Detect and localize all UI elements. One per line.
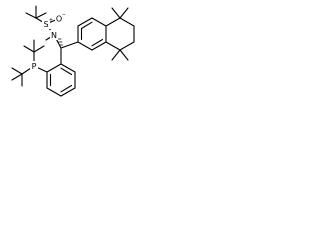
methine-to-naphthyl-bond (60, 41, 79, 49)
gem-dimethyl-bottom (111, 49, 129, 61)
stereo-hash-bond (57, 38, 63, 46)
phosphorus-atom: P (30, 61, 38, 71)
svg-text:O: O (56, 15, 62, 24)
svg-text:−: − (62, 12, 66, 18)
gem-dimethyl-top (111, 7, 129, 19)
svg-text:+: + (49, 18, 53, 24)
phenyl-ring (46, 47, 76, 97)
svg-text:S: S (43, 20, 48, 29)
svg-text:P: P (32, 62, 37, 71)
svg-text:N: N (51, 31, 57, 40)
oxygen-atom: O − (55, 12, 66, 24)
sulfur-atom: S + (42, 18, 53, 29)
naphthalene-saturated-ring (105, 17, 135, 51)
chemical-structure: S + O − N P (11, 5, 135, 97)
nitrogen-atom: N (50, 30, 58, 40)
naphthalene-aromatic-ring (77, 17, 107, 51)
